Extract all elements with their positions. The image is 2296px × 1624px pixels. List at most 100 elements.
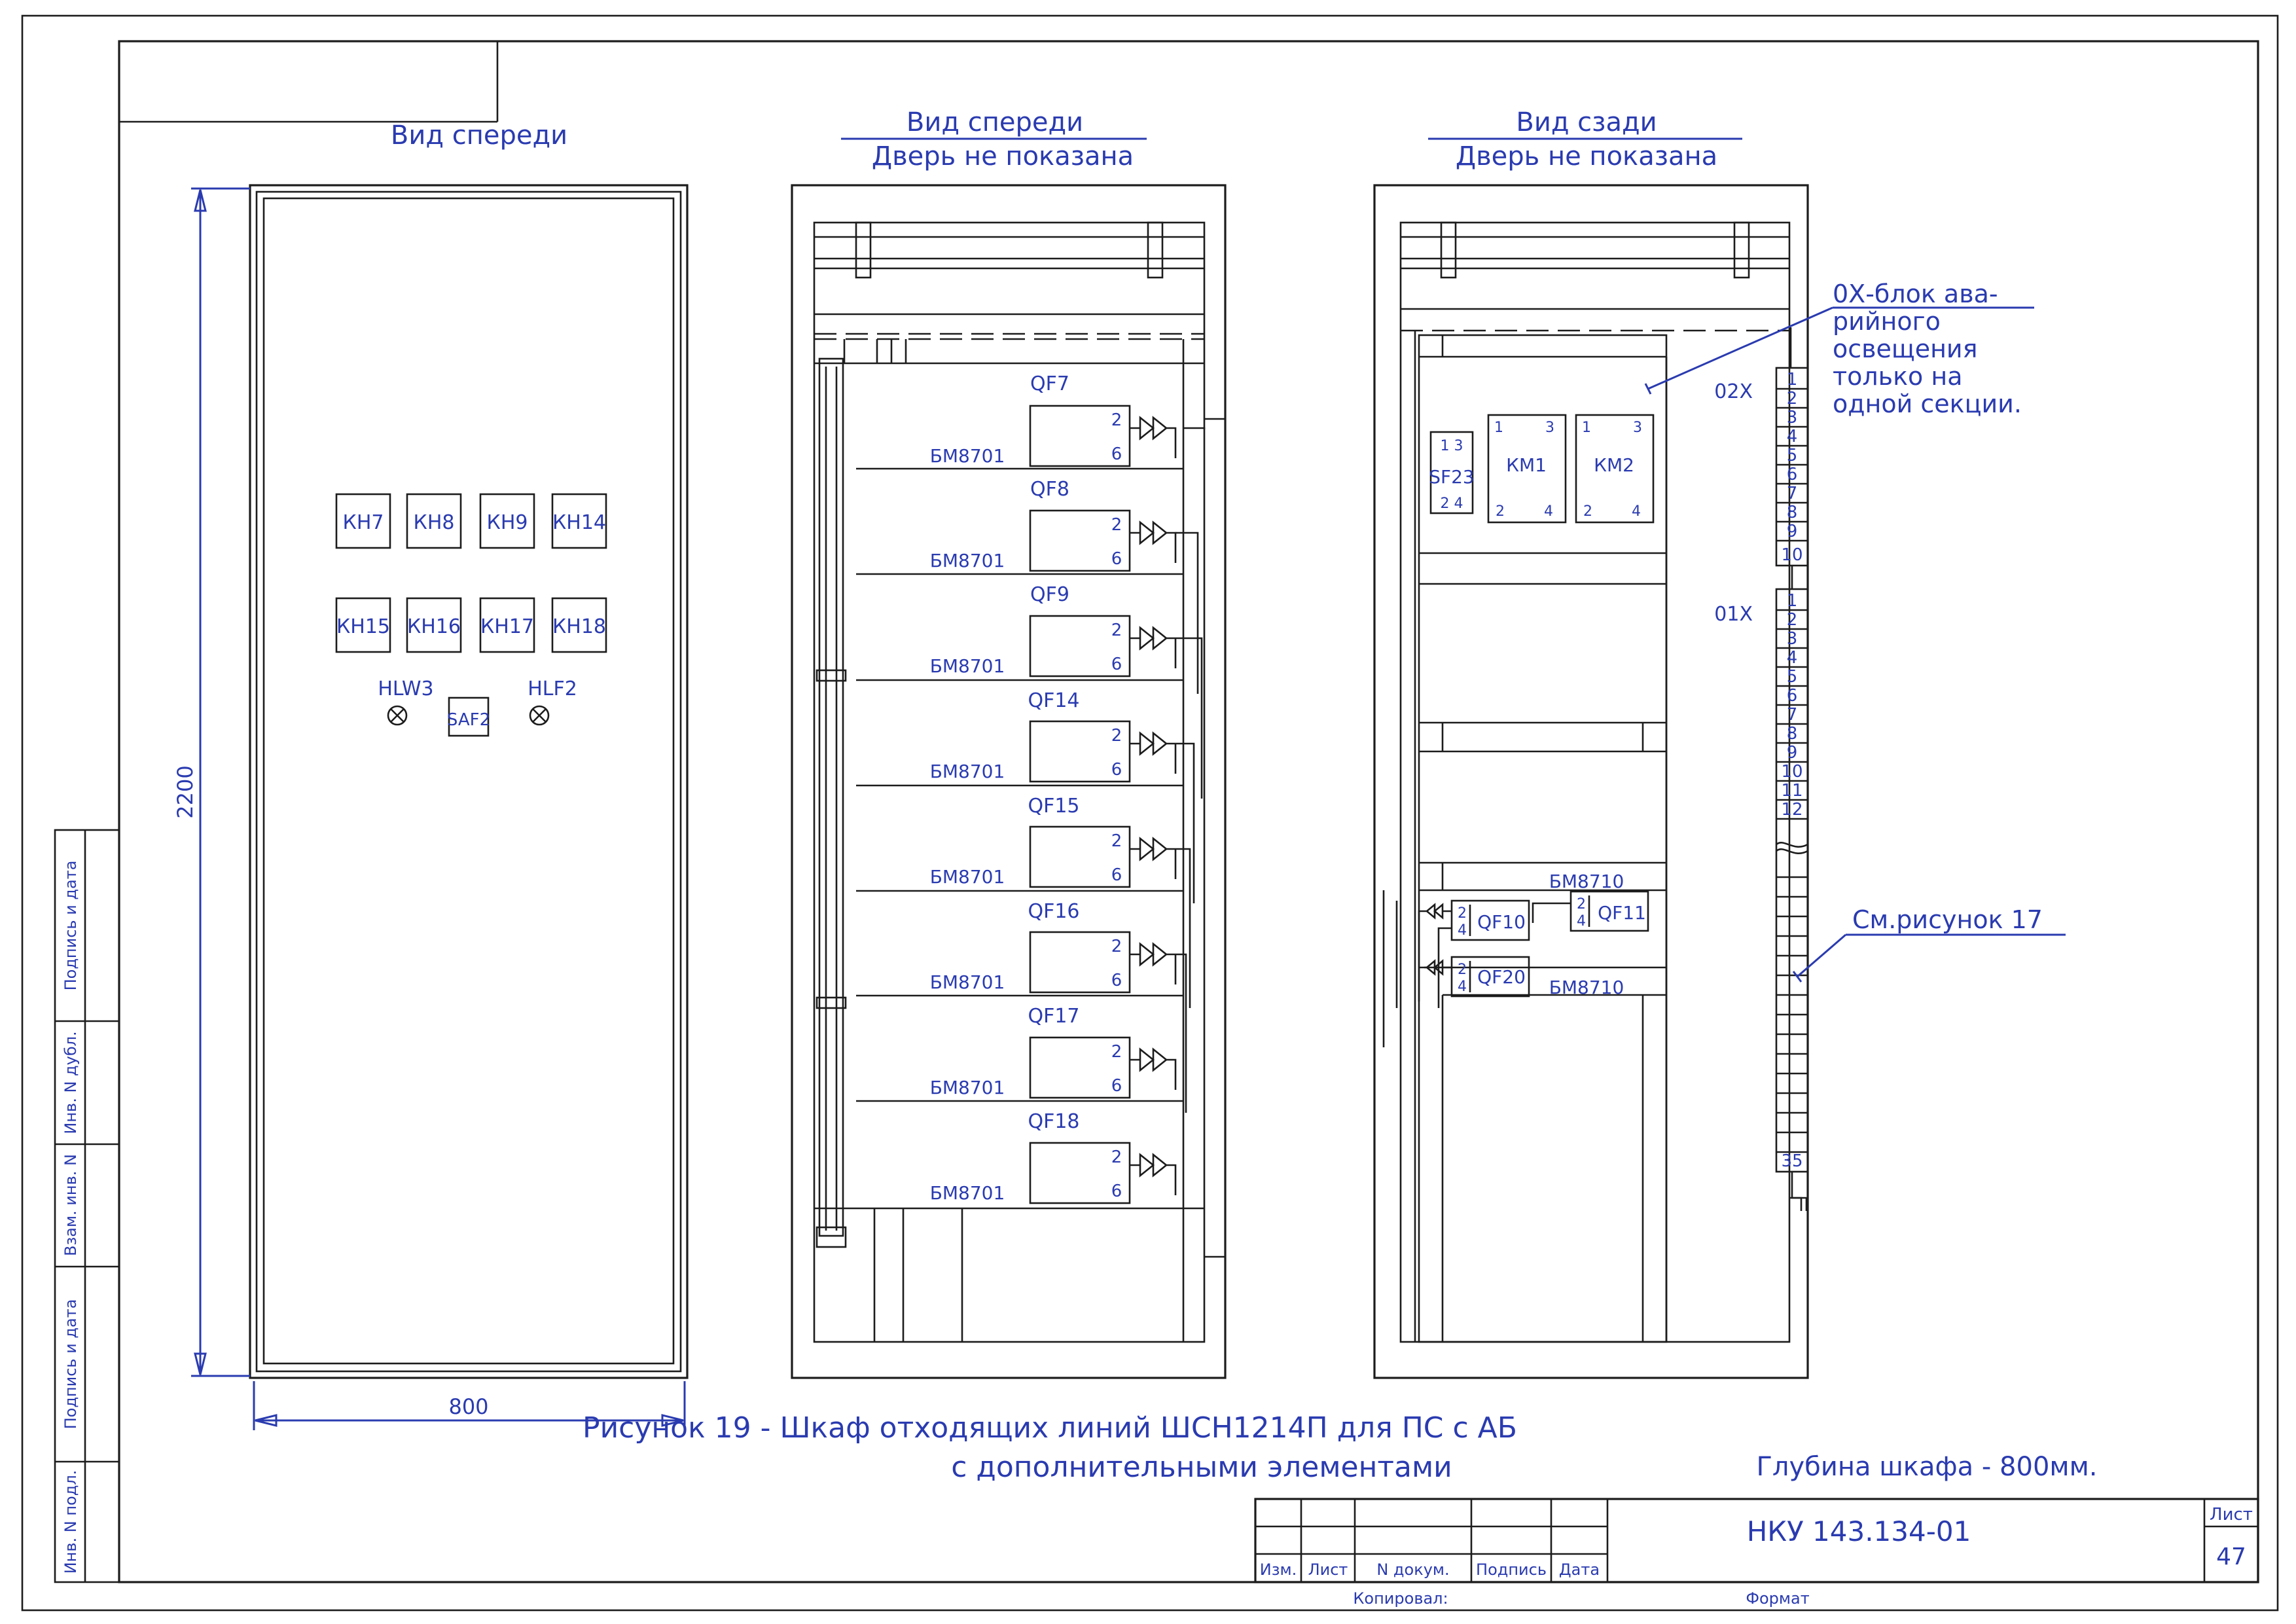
breaker-pin-bottom: 6 xyxy=(1111,865,1122,885)
block-label: БМ8701 xyxy=(930,1182,1005,1204)
term02-10: 10 xyxy=(1781,545,1803,565)
term01-11: 11 xyxy=(1781,781,1803,801)
see-figure-note: См.рисунок 17 xyxy=(1792,905,2066,983)
side-stamp: Подпись и дата Инв. N дубл. Взам. инв. N… xyxy=(54,829,120,1583)
indicator-kh8: КН8 xyxy=(414,511,455,534)
breaker-pin-top: 2 xyxy=(1111,621,1122,640)
breaker-row: QF7 2 6 БМ8701 xyxy=(930,372,1206,467)
terminal-02x-label: 02Х xyxy=(1714,380,1753,403)
lamp-hlw3-label: HLW3 xyxy=(378,677,433,700)
indicator-kh9: КН9 xyxy=(487,511,528,534)
term01-3: 3 xyxy=(1787,629,1798,649)
caption-line-1: Рисунок 19 - Шкаф отходящих линий ШСН121… xyxy=(583,1411,1517,1445)
sheet-frame xyxy=(21,14,2279,1612)
middle-view-subtitle: Дверь не показана xyxy=(872,141,1134,171)
term01-12: 12 xyxy=(1781,800,1803,820)
width-dim-label: 800 xyxy=(448,1394,488,1419)
breaker-pin-bottom: 6 xyxy=(1111,971,1122,990)
breaker-row: QF15 2 6 БМ8701 xyxy=(930,795,1191,1008)
caption-line-2: с дополнительными элементами xyxy=(951,1451,1452,1484)
breaker-pin-bottom: 6 xyxy=(1111,549,1122,569)
width-dimension: 800 xyxy=(253,1381,686,1430)
note-line-3: освещения xyxy=(1833,334,1978,363)
term02-1: 1 xyxy=(1787,370,1798,389)
qf20-label: QF20 xyxy=(1477,966,1526,988)
breaker-label: QF16 xyxy=(1028,900,1079,923)
km1-pin-tl: 1 xyxy=(1494,420,1503,436)
km2-pin-tl: 1 xyxy=(1582,420,1591,436)
block-label: БМ8701 xyxy=(930,866,1005,888)
km1-pin-br: 4 xyxy=(1544,503,1553,520)
qf11-pin-2: 2 xyxy=(1577,896,1586,912)
breaker-pin-bottom: 6 xyxy=(1111,1182,1122,1201)
term01-last: 35 xyxy=(1781,1151,1803,1171)
qf20-pin-2: 2 xyxy=(1458,962,1467,978)
indicator-kh15: КН15 xyxy=(336,615,390,638)
km2-label: КМ2 xyxy=(1594,454,1634,476)
note-line-4: только на xyxy=(1833,362,1962,391)
note-line-2: рийного xyxy=(1833,307,1941,336)
terminal-01x-label: 01Х xyxy=(1714,603,1753,626)
qf11-pin-4: 4 xyxy=(1577,913,1586,929)
term01-7: 7 xyxy=(1787,705,1798,725)
lamp-hlf2-label: HLF2 xyxy=(528,677,577,700)
contactor-km1: 1 3 КМ1 2 4 xyxy=(1487,414,1567,524)
rear-view-title: Вид сзади xyxy=(1516,107,1657,137)
km1-pin-bl: 2 xyxy=(1496,503,1505,520)
block-top-label: БМ8710 xyxy=(1549,871,1624,892)
see-note-text: См.рисунок 17 xyxy=(1852,905,2043,934)
note-line-5: одной секции. xyxy=(1833,389,2022,418)
km2-pin-br: 4 xyxy=(1632,503,1641,520)
middle-view-title: Вид спереди xyxy=(906,107,1083,137)
term02-7: 7 xyxy=(1787,484,1798,503)
term02-4: 4 xyxy=(1787,427,1798,446)
block-label: БМ8701 xyxy=(930,971,1005,993)
breaker-pin-bottom: 6 xyxy=(1111,444,1122,464)
doc-number: НКУ 143.134-01 xyxy=(1747,1515,1971,1547)
note-line-1: 0Х-блок ава- xyxy=(1833,280,1998,308)
col-izm: Изм. xyxy=(1260,1561,1297,1579)
cabinet-depth: Глубина шкафа - 800мм. xyxy=(1757,1452,2098,1482)
lamp-hlf2: HLF2 xyxy=(528,677,577,726)
block-label: БМ8701 xyxy=(930,1077,1005,1098)
copied-by: Копировал: xyxy=(1353,1589,1448,1608)
breaker-pin-bottom: 6 xyxy=(1111,1076,1122,1096)
breaker-qf11: 2 4 QF11 xyxy=(1532,890,1649,932)
breaker-pin-bottom: 6 xyxy=(1111,655,1122,674)
term02-8: 8 xyxy=(1787,503,1798,522)
term02-9: 9 xyxy=(1787,522,1798,541)
front-view-title: Вид спереди xyxy=(391,120,567,151)
breaker-pin-top: 2 xyxy=(1111,726,1122,746)
term02-6: 6 xyxy=(1787,465,1798,484)
col-list: Лист xyxy=(1308,1561,1348,1579)
front-view: Вид спереди 2200 800 xyxy=(173,120,689,1430)
term01-1: 1 xyxy=(1787,591,1798,611)
col-podpis: Подпись xyxy=(1476,1561,1547,1579)
breaker-label: QF18 xyxy=(1028,1110,1079,1133)
breaker-qf10: 2 4 QF10 xyxy=(1418,899,1530,1008)
block-label: БМ8701 xyxy=(930,445,1005,467)
rear-view-subtitle: Дверь не показана xyxy=(1456,141,1717,171)
terminal-strip-01x: 01Х 1 2 3 4 5 6 7 8 9 10 11 12 xyxy=(1714,588,1809,1211)
term01-5: 5 xyxy=(1787,667,1798,687)
breaker-row: QF18 2 6 БМ8701 xyxy=(930,1110,1177,1204)
height-dimension: 2200 xyxy=(173,187,250,1377)
breaker-sf23: 1 3 SF23 2 4 xyxy=(1429,431,1475,514)
breaker-label: QF9 xyxy=(1030,583,1069,606)
terminal-strip-02x: 02Х 1 2 3 4 5 6 7 8 9 10 xyxy=(1714,327,1809,589)
block-label: БМ8701 xyxy=(930,655,1005,677)
term02-5: 5 xyxy=(1787,446,1798,465)
term01-8: 8 xyxy=(1787,724,1798,744)
breaker-pin-top: 2 xyxy=(1111,1042,1122,1062)
lamp-hlw3: HLW3 xyxy=(378,677,434,726)
breaker-row: QF8 2 6 БМ8701 xyxy=(930,478,1199,694)
indicator-kh17: КН17 xyxy=(480,615,534,638)
sf23-bottom-pins: 2 4 xyxy=(1441,496,1463,512)
sheet-number: 47 xyxy=(2216,1543,2246,1570)
height-dim-label: 2200 xyxy=(173,765,198,818)
term01-2: 2 xyxy=(1787,610,1798,630)
format-label: Формат xyxy=(1746,1589,1809,1608)
qf10-pin-4: 4 xyxy=(1458,922,1467,939)
sheet-label: Лист xyxy=(2210,1505,2253,1525)
